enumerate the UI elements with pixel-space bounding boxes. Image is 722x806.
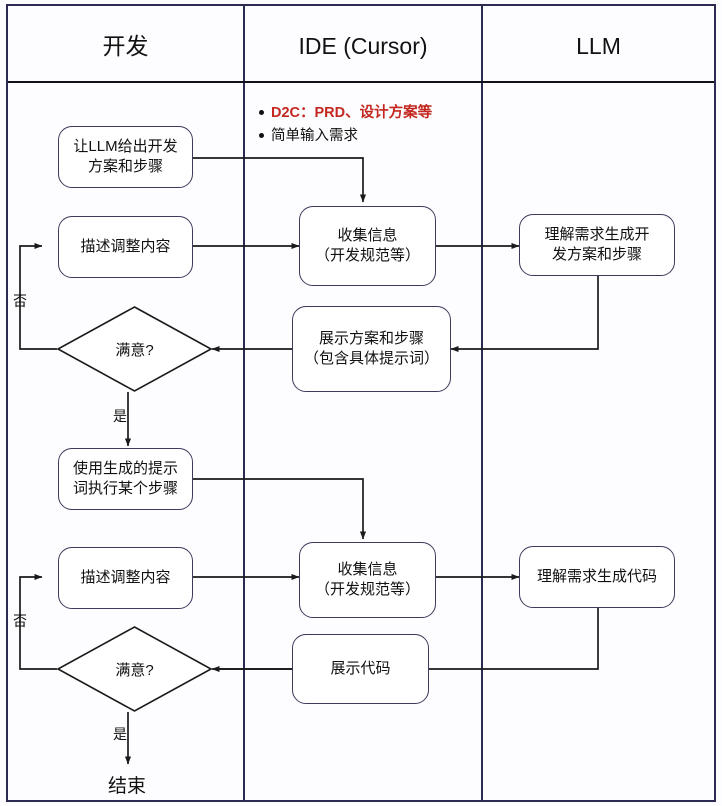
edge-label-no-2: 否 bbox=[13, 613, 27, 629]
lane-divider-ide-llm bbox=[481, 6, 483, 800]
node-show-code[interactable]: 展示代码 bbox=[292, 634, 429, 704]
node-llm-generate-code[interactable]: 理解需求生成代码 bbox=[519, 546, 675, 608]
diagram-frame: 开发 IDE (Cursor) LLM bbox=[6, 4, 716, 802]
bullet-dot-icon bbox=[259, 133, 264, 139]
node-end: 结束 bbox=[108, 776, 147, 797]
edge-label-yes-1: 是 bbox=[113, 408, 127, 424]
node-collect-info-2[interactable]: 收集信息 （开发规范等） bbox=[299, 542, 436, 618]
node-llm-generate-plan[interactable]: 理解需求生成开 发方案和步骤 bbox=[519, 214, 675, 276]
lane-header-llm: LLM bbox=[483, 6, 714, 86]
lane-header-ide-label: IDE bbox=[298, 32, 337, 59]
annotation-bullet-d2c: D2C：PRD、设计方案等 bbox=[259, 102, 432, 125]
lane-divider-dev-ide bbox=[243, 6, 245, 800]
edge-label-yes-2: 是 bbox=[113, 726, 127, 742]
bullet-dot-icon bbox=[259, 110, 264, 115]
diamond-shape-icon bbox=[57, 626, 212, 712]
diamond-shape-icon bbox=[57, 306, 212, 392]
node-describe-adjust-2[interactable]: 描述调整内容 bbox=[58, 547, 193, 609]
annotation-bullet-simple-input: 简单输入需求 bbox=[259, 125, 432, 148]
lane-header-ide-sublabel: (Cursor) bbox=[343, 32, 428, 59]
lane-header-dev: 开发 bbox=[8, 6, 243, 86]
lane-header-dev-label: 开发 bbox=[102, 32, 149, 59]
node-show-plan-steps[interactable]: 展示方案和步骤 （包含具体提示词） bbox=[292, 306, 451, 392]
ide-annotation-bullets: D2C：PRD、设计方案等 简单输入需求 bbox=[259, 102, 432, 148]
lane-header-llm-label: LLM bbox=[576, 32, 621, 59]
decision-satisfied-2[interactable]: 满意? bbox=[57, 626, 212, 712]
node-collect-info-1[interactable]: 收集信息 （开发规范等） bbox=[299, 206, 436, 286]
lane-header-ide: IDE (Cursor) bbox=[245, 6, 481, 86]
node-ask-llm-plan[interactable]: 让LLM给出开发 方案和步骤 bbox=[58, 126, 193, 188]
node-describe-adjust-1[interactable]: 描述调整内容 bbox=[58, 216, 193, 278]
decision-satisfied-1[interactable]: 满意? bbox=[57, 306, 212, 392]
header-separator bbox=[8, 81, 714, 83]
node-execute-step-with-prompt[interactable]: 使用生成的提示 词执行某个步骤 bbox=[58, 448, 193, 510]
edge-label-no-1: 否 bbox=[13, 293, 27, 309]
